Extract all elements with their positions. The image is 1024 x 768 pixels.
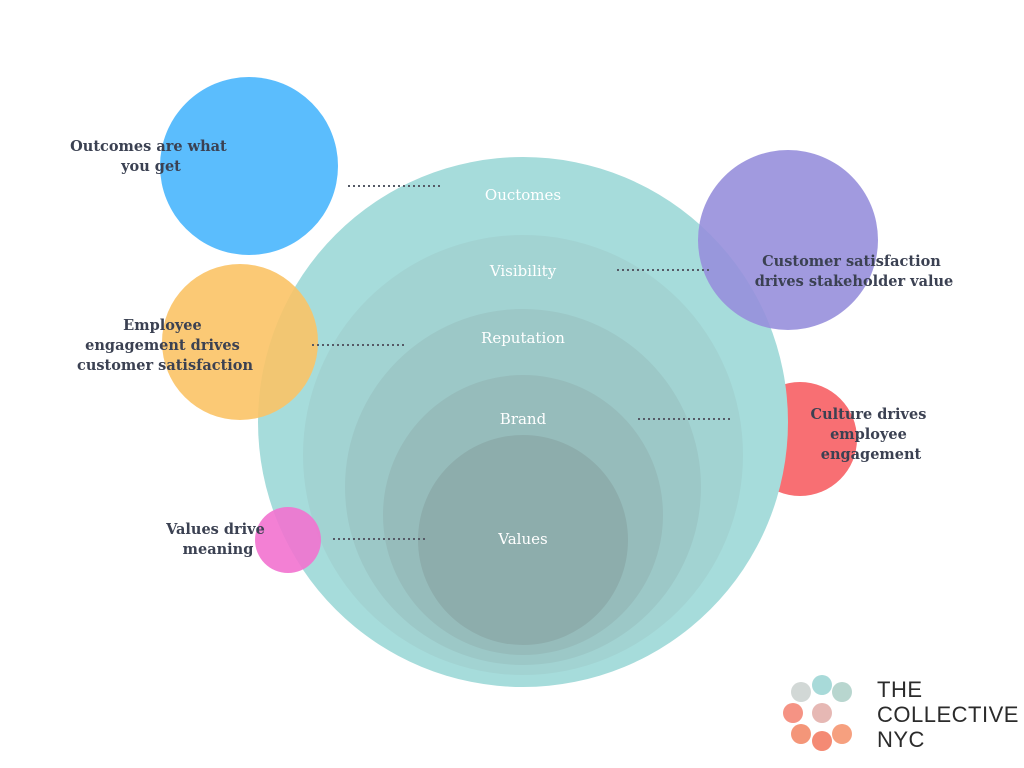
layer-label-visibility: Visibility — [489, 262, 557, 280]
layer-label-values: Values — [497, 530, 547, 548]
values-bubble — [255, 507, 321, 573]
callout-culture: Culture drives employee engagement — [811, 406, 932, 463]
customer-bubble — [698, 150, 878, 330]
layer-label-outcomes: Ouctomes — [485, 186, 561, 204]
layer-label-reputation: Reputation — [481, 329, 565, 347]
employee-bubble — [162, 264, 318, 420]
callout-customer: Customer satisfaction drives stakeholder… — [755, 253, 954, 290]
ring-values — [418, 435, 628, 645]
logo-text-line-2: COLLECTIVE — [877, 702, 1019, 727]
logo-text-line-3: NYC — [877, 727, 925, 752]
callout-values: Values drive meaning — [165, 521, 270, 558]
callout-outcomes: Outcomes are what you get — [70, 138, 232, 175]
callout-employee: Employee engagement drives customer sati… — [77, 317, 253, 374]
layer-label-brand: Brand — [500, 410, 547, 428]
logo: THE COLLECTIVE NYC — [783, 675, 1019, 752]
outcomes-bubble — [160, 77, 338, 255]
logo-text-line-1: THE — [877, 677, 923, 702]
logo-mark — [783, 675, 852, 751]
